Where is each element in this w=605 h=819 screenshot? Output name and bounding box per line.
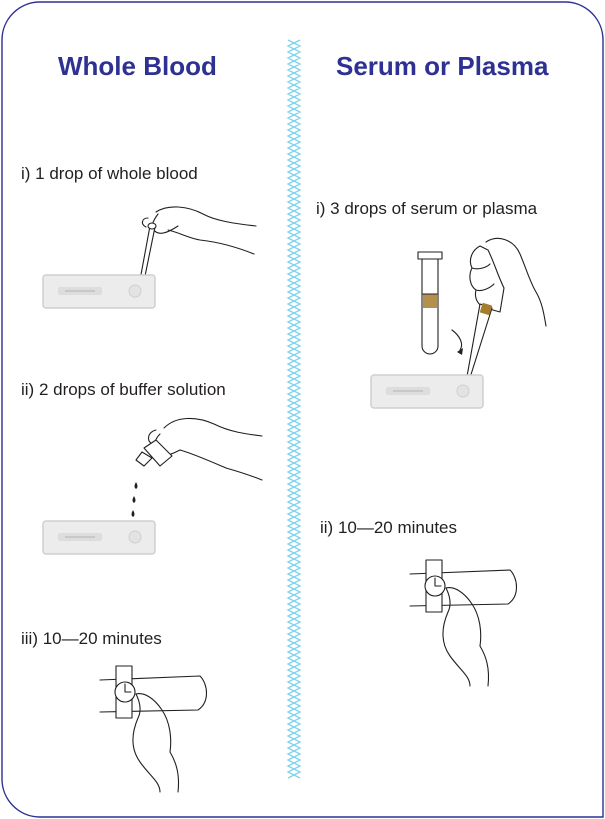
left-step-1: i) 1 drop of whole blood (21, 164, 198, 184)
whole-blood-title: Whole Blood (58, 51, 217, 82)
hand-squeezing-buffer-bottle-icon (122, 410, 262, 520)
left-step-2: ii) 2 drops of buffer solution (21, 380, 226, 400)
test-cassette-icon (40, 272, 160, 312)
centrifuge-tube-icon (412, 250, 457, 360)
right-step-2: ii) 10—20 minutes (320, 518, 457, 538)
watch-on-wrist-icon (100, 662, 210, 792)
left-step-3: iii) 10—20 minutes (21, 629, 162, 649)
column-divider (284, 40, 304, 780)
watch-on-wrist-icon (410, 556, 520, 686)
serum-plasma-title: Serum or Plasma (336, 51, 548, 82)
test-cassette-icon (40, 518, 160, 558)
right-step-1: i) 3 drops of serum or plasma (316, 199, 537, 219)
test-cassette-icon (368, 372, 488, 412)
